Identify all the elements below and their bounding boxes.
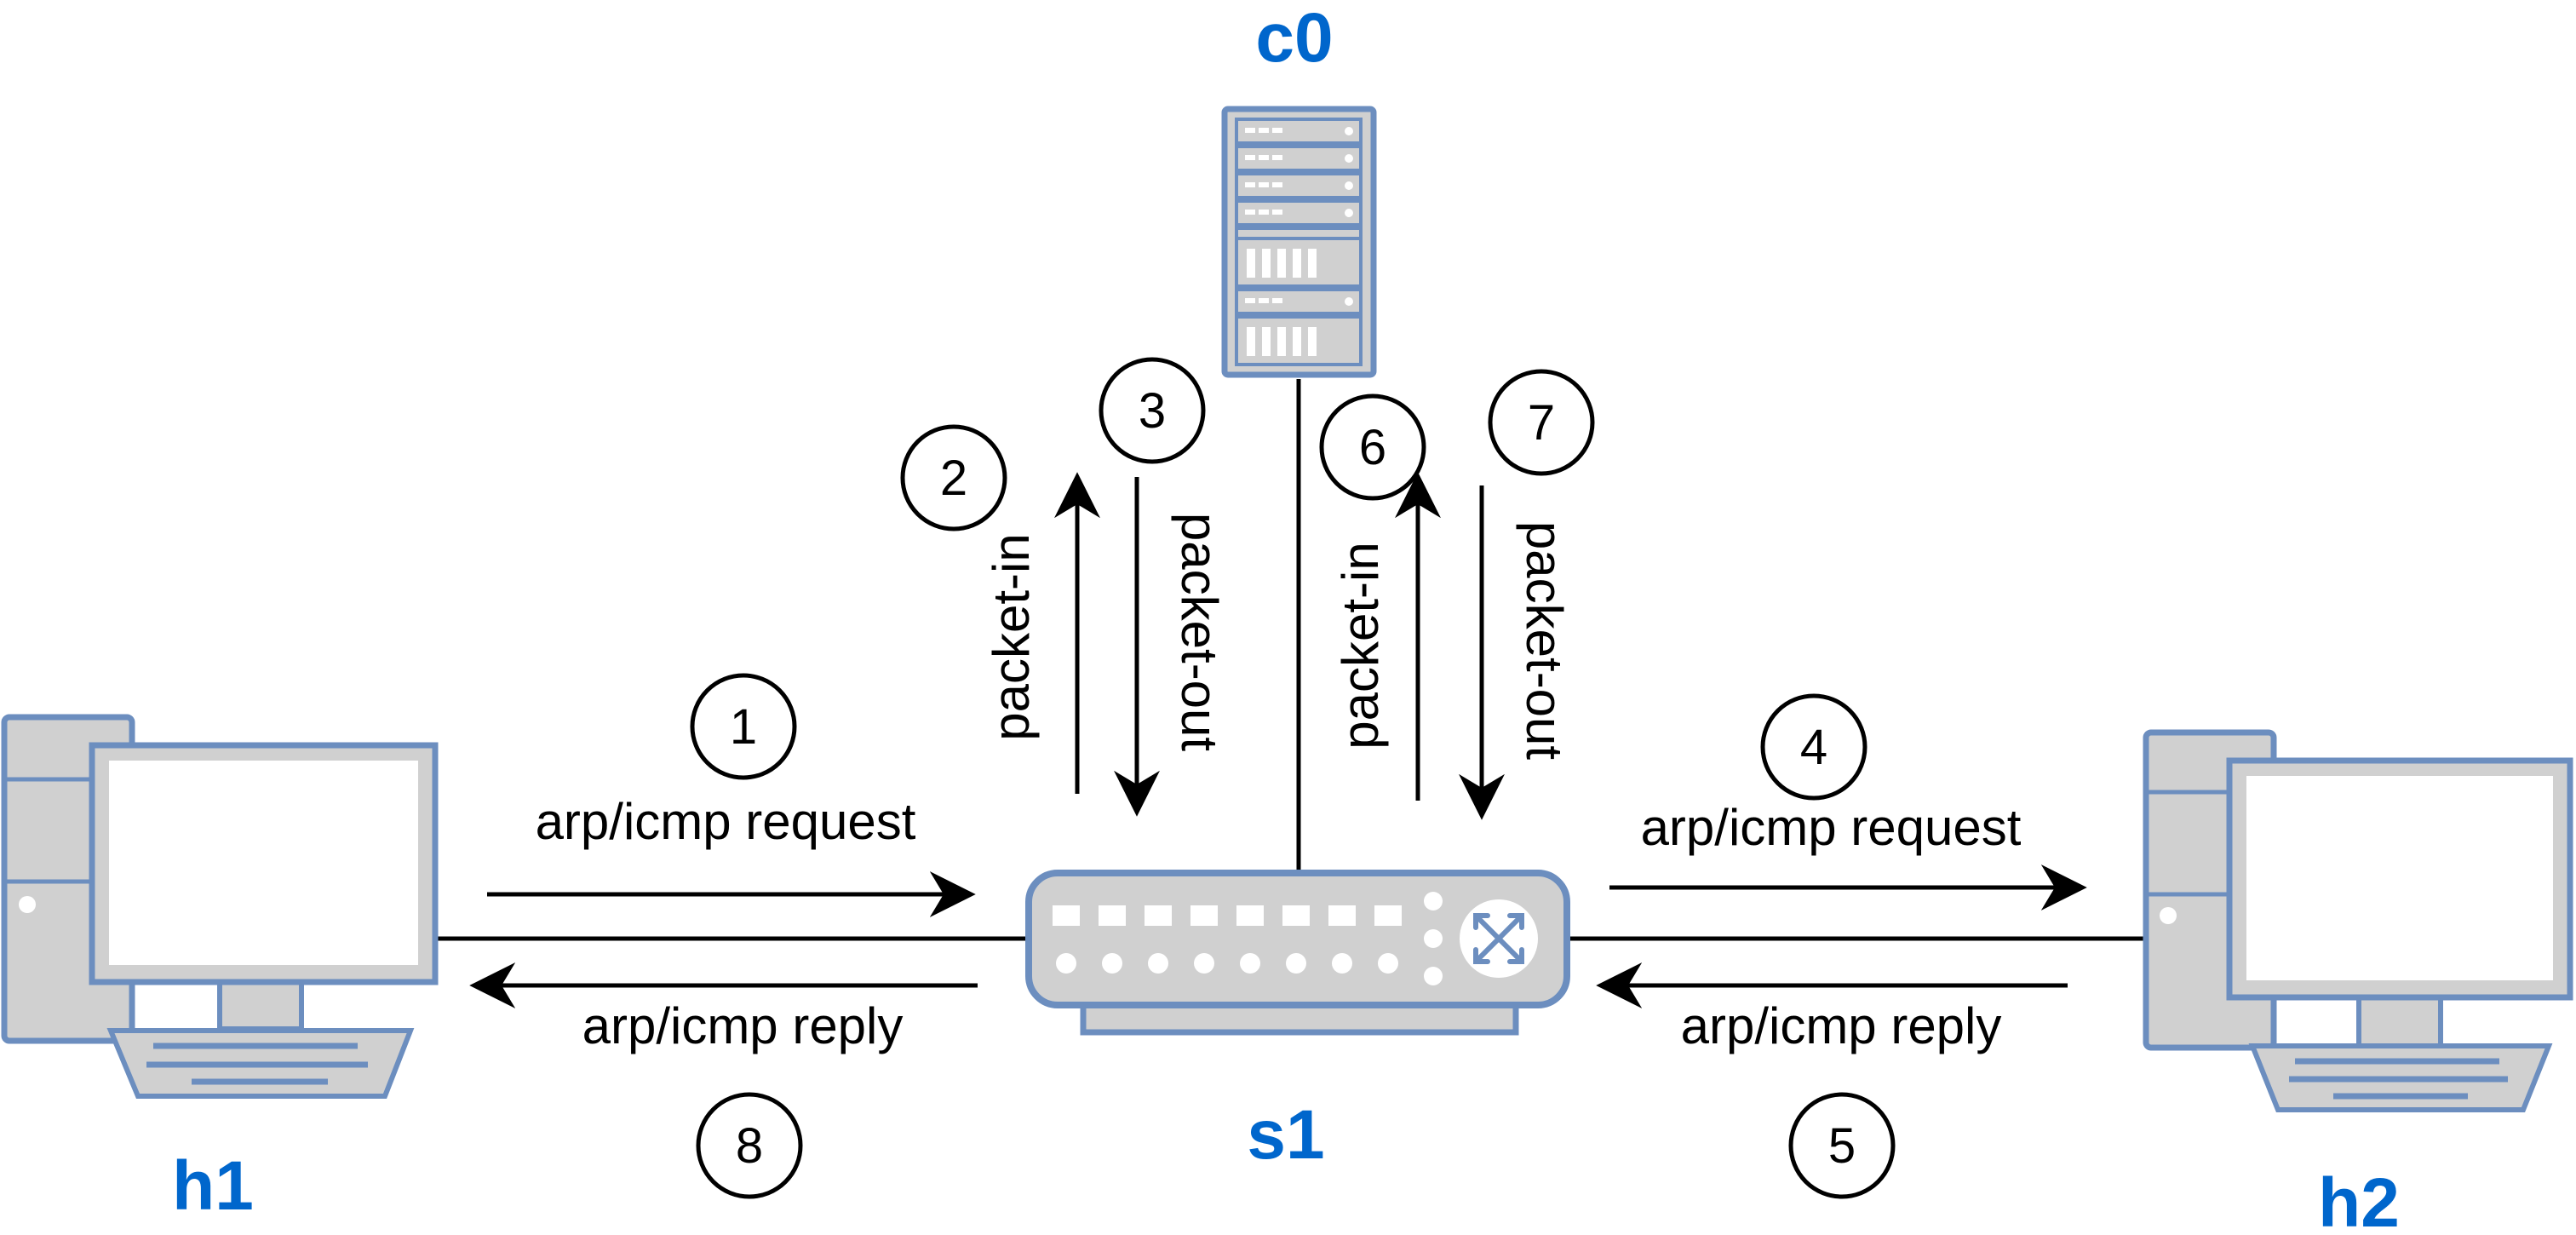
- switch-label: s1: [1247, 1096, 1324, 1174]
- step-marker: 8: [696, 1092, 803, 1199]
- label-left-reply: arp/icmp reply: [582, 997, 904, 1054]
- step-number: 4: [1800, 720, 1827, 775]
- step-number: 6: [1359, 420, 1386, 475]
- label-packet-in-2: packet-in: [1332, 542, 1389, 749]
- label-packet-in-1: packet-in: [983, 533, 1040, 740]
- step-marker: 6: [1319, 393, 1426, 501]
- step-marker: 4: [1760, 693, 1867, 801]
- step-number: 5: [1828, 1118, 1856, 1174]
- label-right-reply: arp/icmp reply: [1681, 997, 2002, 1054]
- step-marker: 7: [1488, 369, 1595, 476]
- label-packet-out-1: packet-out: [1171, 513, 1228, 751]
- step-number: 1: [730, 699, 757, 755]
- step-number: 2: [940, 451, 967, 506]
- step-marker: 3: [1099, 357, 1206, 464]
- desktop-computer-icon: [1, 714, 439, 1099]
- label-left-request: arp/icmp request: [536, 793, 916, 850]
- label-packet-out-2: packet-out: [1516, 521, 1573, 760]
- label-right-request: arp/icmp request: [1641, 799, 2022, 856]
- host-right-label: h2: [2318, 1164, 2400, 1235]
- step-marker: 1: [690, 673, 797, 780]
- step-number: 7: [1528, 395, 1555, 451]
- step-marker: 2: [900, 424, 1007, 531]
- step-number: 8: [736, 1118, 763, 1174]
- network-switch-icon: [1025, 870, 1570, 1036]
- desktop-computer-icon: [2143, 729, 2573, 1112]
- step-marker: 5: [1788, 1092, 1896, 1199]
- step-number: 3: [1139, 383, 1166, 439]
- server-rack-icon: [1221, 106, 1377, 378]
- controller-label: c0: [1255, 0, 1333, 77]
- host-left-label: h1: [172, 1147, 254, 1225]
